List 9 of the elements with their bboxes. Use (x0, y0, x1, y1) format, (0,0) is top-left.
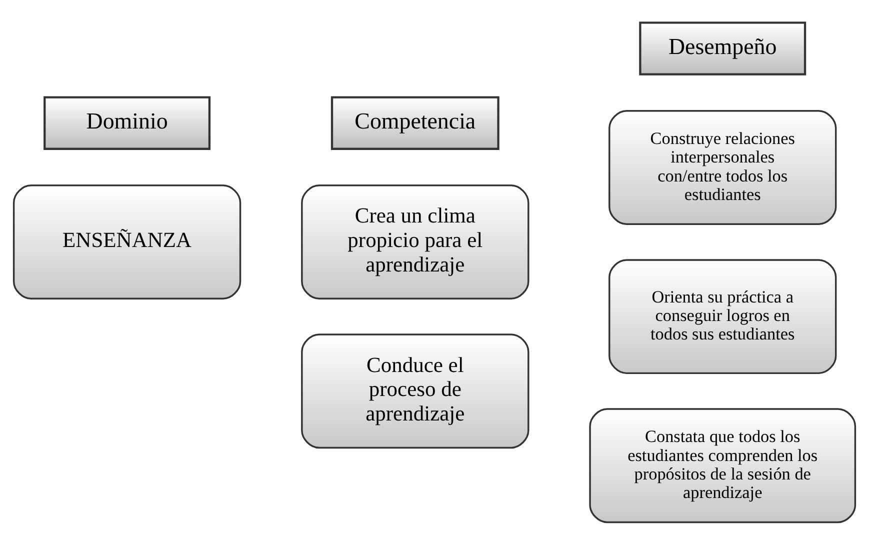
node-box: Construye relaciones interpersonales con/entre todos los estudiantes (608, 110, 837, 225)
node-box: Orienta su práctica a conseguir logros en todos sus estudiantes (608, 259, 837, 374)
node-box: Competencia (330, 96, 500, 150)
node-box: Desempeño (639, 22, 806, 76)
node-box: Conduce el proceso de aprendizaje (301, 334, 530, 449)
node-box: ENSEÑANZA (12, 184, 242, 300)
node-box: Constata que todos los estudiantes comprenden los propósitos de la sesión de aprendizaje (589, 408, 856, 524)
node-box: Dominio (44, 96, 211, 150)
node-box: Crea un clima propicio para el aprendizaje (301, 184, 530, 300)
